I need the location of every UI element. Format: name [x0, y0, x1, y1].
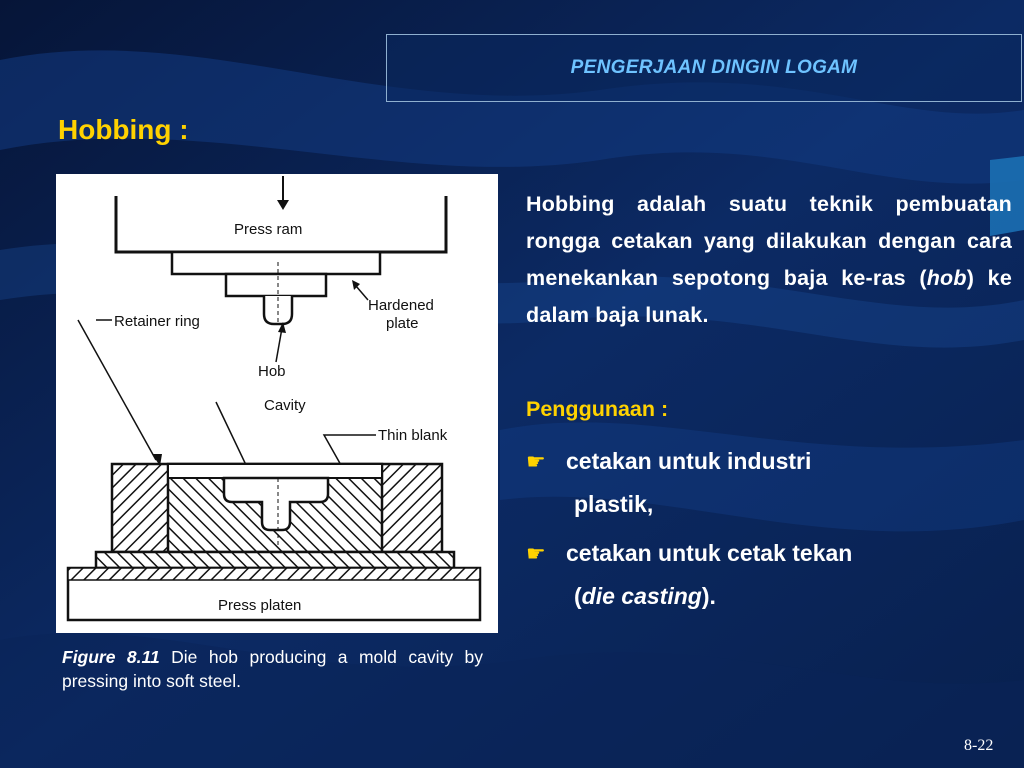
title-box: PENGERJAAN DINGIN LOGAM: [386, 34, 1022, 102]
hobbing-figure: Press ram Hardened plate Retainer ring H…: [56, 174, 498, 633]
description-paragraph: Hobbing adalah suatu teknik pembuatan ro…: [526, 186, 1012, 334]
label-plate: plate: [386, 315, 419, 332]
usage-item-line1: cetakan untuk industri: [566, 448, 812, 474]
usage-item: ☛ cetakan untuk industri plastik,: [526, 440, 811, 525]
usage-item-line2: plastik,: [574, 491, 654, 517]
paren-close: ).: [701, 583, 716, 609]
label-press-platen: Press platen: [218, 597, 301, 614]
pointing-hand-icon: ☛: [526, 541, 546, 566]
label-hob: Hob: [258, 363, 286, 380]
hobbing-diagram: Press ram Hardened plate Retainer ring H…: [66, 176, 482, 622]
label-hardened: Hardened: [368, 297, 434, 314]
section-heading: Hobbing :: [58, 114, 189, 145]
description-italic: hob: [926, 266, 967, 290]
usage-item-line2: (die casting).: [526, 575, 852, 617]
description-part2: ) ke dalam baja lunak.: [526, 266, 1012, 327]
usage-label: Penggunaan :: [526, 397, 669, 421]
pointing-hand-icon: ☛: [526, 449, 546, 474]
label-cavity: Cavity: [264, 397, 306, 414]
usage-item: ☛ cetakan untuk cetak tekan (die casting)…: [526, 532, 852, 617]
slide-title: PENGERJAAN DINGIN LOGAM: [570, 57, 858, 78]
paren-open: (: [574, 583, 582, 609]
label-thin-blank: Thin blank: [378, 427, 448, 444]
usage-item-italic: die casting: [581, 583, 702, 609]
caption-text: Die hob producing a mold cavity by press…: [62, 647, 483, 691]
label-press-ram: Press ram: [234, 221, 302, 238]
page-number: 8-22: [964, 737, 994, 754]
caption-label: Figure 8.11: [62, 647, 160, 667]
description-part1: Hobbing adalah suatu teknik pembuatan ro…: [526, 192, 1012, 290]
figure-caption: Figure 8.11 Die hob producing a mold cav…: [62, 645, 483, 693]
usage-item-line1: cetakan untuk cetak tekan: [566, 540, 853, 566]
label-retainer-ring: Retainer ring: [114, 313, 200, 330]
